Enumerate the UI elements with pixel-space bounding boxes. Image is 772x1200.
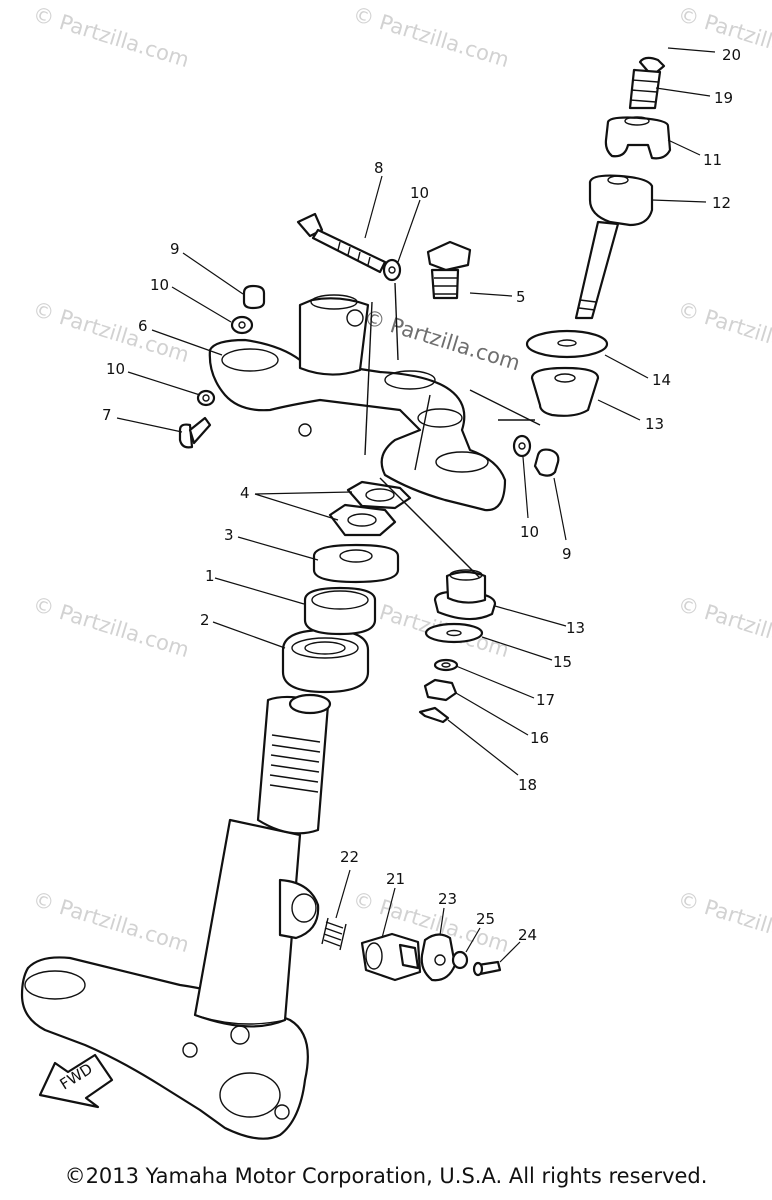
callout-3: 3 (224, 526, 234, 544)
callout-2: 2 (200, 611, 210, 629)
cotter-pin-18 (418, 706, 450, 724)
callout-10: 10 (106, 360, 125, 378)
bolt-8 (296, 212, 387, 274)
callout-23: 23 (438, 890, 457, 908)
callout-numbers: 20 19 11 12 8 10 5 9 10 6 10 7 14 13 4 1… (102, 46, 741, 944)
callout-6: 6 (138, 317, 148, 335)
copyright-notice: ©2013 Yamaha Motor Corporation, U.S.A. A… (64, 1164, 708, 1188)
callout-11: 11 (703, 151, 722, 169)
reference-lines (364, 282, 541, 579)
callout-9: 9 (562, 545, 572, 563)
bolt-7 (178, 416, 212, 449)
cover-23 (420, 933, 457, 982)
callout-13: 13 (566, 619, 585, 637)
callout-16: 16 (530, 729, 549, 747)
washer-10-left-a (230, 315, 254, 335)
lock-21 (360, 932, 422, 982)
cushion-14 (525, 329, 609, 359)
callout-7: 7 (102, 406, 112, 424)
callout-15: 15 (553, 653, 572, 671)
callout-10: 10 (520, 523, 539, 541)
washer-25 (451, 950, 469, 970)
callout-21: 21 (386, 870, 405, 888)
bushing-13-lower (433, 569, 497, 621)
washer-17 (433, 658, 459, 672)
callout-12: 12 (712, 194, 731, 212)
washer-15 (424, 622, 484, 644)
ring-nuts-4 (328, 480, 412, 537)
spring-22 (321, 917, 347, 951)
fwd-arrow-icon: FWD (38, 1053, 114, 1109)
bearing-2 (281, 628, 370, 694)
callout-14: 14 (652, 371, 671, 389)
bushing-13-top (530, 366, 600, 417)
callout-25: 25 (476, 910, 495, 928)
callout-5: 5 (516, 288, 526, 306)
steering-stem (20, 693, 332, 1140)
callout-18: 18 (518, 776, 537, 794)
washer-10-right (512, 434, 532, 458)
nut-9-left (242, 284, 266, 310)
callout-24: 24 (518, 926, 537, 944)
callout-1: 1 (205, 567, 215, 585)
bearing-1 (303, 586, 377, 636)
callout-9: 9 (170, 240, 180, 258)
callout-4: 4 (240, 484, 250, 502)
handlebar-holder-assembly (574, 56, 672, 320)
callout-8: 8 (374, 159, 384, 177)
callout-10: 10 (410, 184, 429, 202)
washer-10-left-b (196, 389, 216, 407)
callout-19: 19 (714, 89, 733, 107)
callout-13: 13 (645, 415, 664, 433)
leader-lines (116, 47, 716, 963)
nut-16 (423, 678, 458, 702)
nut-9-right (533, 448, 560, 477)
upper-bracket (208, 294, 507, 512)
callout-10: 10 (150, 276, 169, 294)
callout-22: 22 (340, 848, 359, 866)
callout-20: 20 (722, 46, 741, 64)
screw-24 (472, 960, 502, 977)
race-3 (312, 543, 400, 584)
callout-17: 17 (536, 691, 555, 709)
washer-10-top (382, 258, 402, 282)
bolt-5 (426, 240, 472, 300)
